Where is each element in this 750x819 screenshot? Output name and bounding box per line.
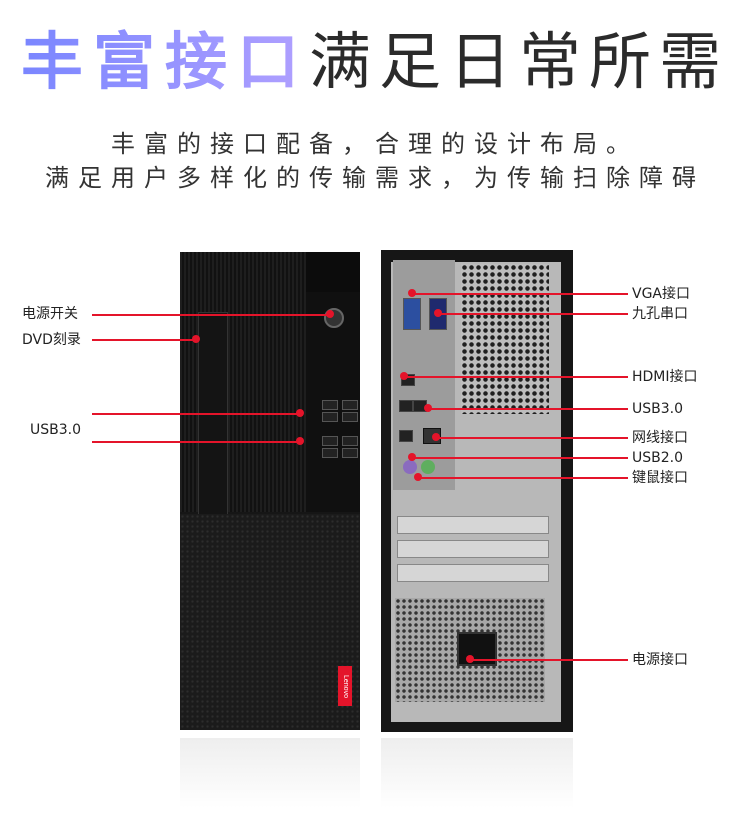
callout-dot bbox=[434, 309, 442, 317]
front-usb-port bbox=[342, 448, 358, 458]
headline-accent: 丰富接口 bbox=[20, 25, 309, 98]
callout-line bbox=[470, 659, 628, 661]
callout-line bbox=[438, 313, 628, 315]
rear-reflection bbox=[381, 738, 573, 808]
callout-line bbox=[92, 314, 330, 316]
label-hdmi: HDMI接口 bbox=[632, 369, 698, 385]
front-usb-port bbox=[322, 436, 338, 446]
callout-dot bbox=[408, 453, 416, 461]
callout-dot bbox=[424, 404, 432, 412]
rear-usb3-port bbox=[399, 400, 413, 412]
callout-line bbox=[428, 408, 628, 410]
callout-dot bbox=[296, 409, 304, 417]
callout-line bbox=[92, 413, 300, 415]
front-usb-port bbox=[342, 400, 358, 410]
ps2-mouse-port bbox=[421, 460, 435, 474]
vga-port bbox=[403, 298, 421, 330]
callout-dot bbox=[408, 289, 416, 297]
label-usb2: USB2.0 bbox=[632, 450, 684, 466]
rear-fan-grille bbox=[461, 264, 549, 414]
front-usb-port bbox=[342, 412, 358, 422]
callout-dot bbox=[326, 310, 334, 318]
rear-tower-image bbox=[381, 250, 573, 732]
label-dvd-burner: DVD刻录 bbox=[22, 332, 81, 348]
callout-line bbox=[92, 441, 300, 443]
front-mesh-grille bbox=[180, 514, 360, 730]
subtitle-line-1: 丰富的接口配备，合理的设计布局。 bbox=[111, 130, 639, 158]
callout-dot bbox=[414, 473, 422, 481]
expansion-slot bbox=[397, 564, 549, 582]
expansion-slot bbox=[397, 540, 549, 558]
front-usb-port bbox=[322, 412, 338, 422]
front-tower-image: Lenovo bbox=[180, 252, 360, 730]
callout-dot bbox=[296, 437, 304, 445]
front-usb-port bbox=[322, 400, 338, 410]
callout-line bbox=[436, 437, 628, 439]
power-socket bbox=[457, 632, 497, 666]
callout-line bbox=[412, 457, 628, 459]
label-front-usb3: USB3.0 bbox=[30, 422, 82, 438]
headline: 丰富接口满足日常所需 bbox=[0, 26, 750, 98]
label-serial: 九孔串口 bbox=[632, 306, 688, 322]
callout-dot bbox=[400, 372, 408, 380]
front-top-strip bbox=[306, 252, 360, 292]
dvd-drive bbox=[198, 312, 228, 524]
ps2-keyboard-port bbox=[403, 460, 417, 474]
callout-line bbox=[92, 339, 196, 341]
label-ethernet: 网线接口 bbox=[632, 430, 688, 446]
callout-dot bbox=[466, 655, 474, 663]
callout-line bbox=[412, 293, 628, 295]
lenovo-logo-badge: Lenovo bbox=[338, 666, 352, 706]
label-keyboard-mouse: 键鼠接口 bbox=[632, 470, 688, 486]
callout-line bbox=[404, 376, 628, 378]
expansion-slot bbox=[397, 516, 549, 534]
label-power-switch: 电源开关 bbox=[22, 306, 78, 322]
callout-line bbox=[418, 477, 628, 479]
subtitle-line-2: 满足用户多样化的传输需求，为传输扫除障碍 bbox=[45, 164, 705, 192]
front-reflection bbox=[180, 738, 360, 808]
label-rear-usb3: USB3.0 bbox=[632, 401, 684, 417]
callout-dot bbox=[432, 433, 440, 441]
psu-grille bbox=[395, 598, 545, 702]
rear-usb2-port bbox=[399, 430, 413, 442]
callout-dot bbox=[192, 335, 200, 343]
label-vga: VGA接口 bbox=[632, 286, 691, 302]
headline-rest: 满足日常所需 bbox=[309, 25, 730, 98]
front-usb-port bbox=[322, 448, 338, 458]
label-power-socket: 电源接口 bbox=[632, 652, 688, 668]
front-usb-port bbox=[342, 436, 358, 446]
